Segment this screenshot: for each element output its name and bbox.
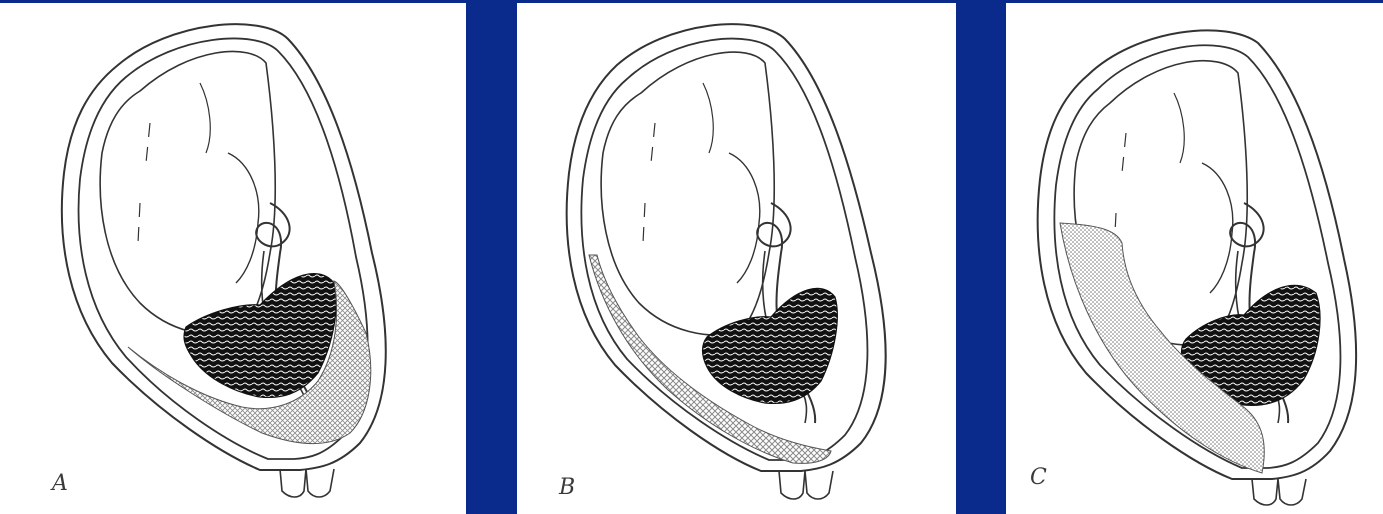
- panel-label-c: C: [1030, 465, 1047, 490]
- cervix: [1252, 479, 1306, 505]
- fetus-outline: [100, 51, 275, 335]
- panel-label-a: A: [52, 471, 68, 496]
- panel-c: C: [1006, 3, 1383, 514]
- cervix: [280, 469, 334, 497]
- panel-a: A: [0, 3, 466, 514]
- uterus-diagram-c: [1006, 3, 1383, 514]
- placenta: [184, 274, 336, 398]
- cervix: [779, 471, 833, 499]
- panel-label-b: B: [559, 475, 575, 500]
- fetus-outline: [601, 52, 774, 335]
- placenta: [703, 288, 838, 403]
- uterus-diagram-a: [0, 3, 466, 514]
- panel-b: B: [517, 3, 956, 514]
- uterus-diagram-b: [517, 3, 956, 514]
